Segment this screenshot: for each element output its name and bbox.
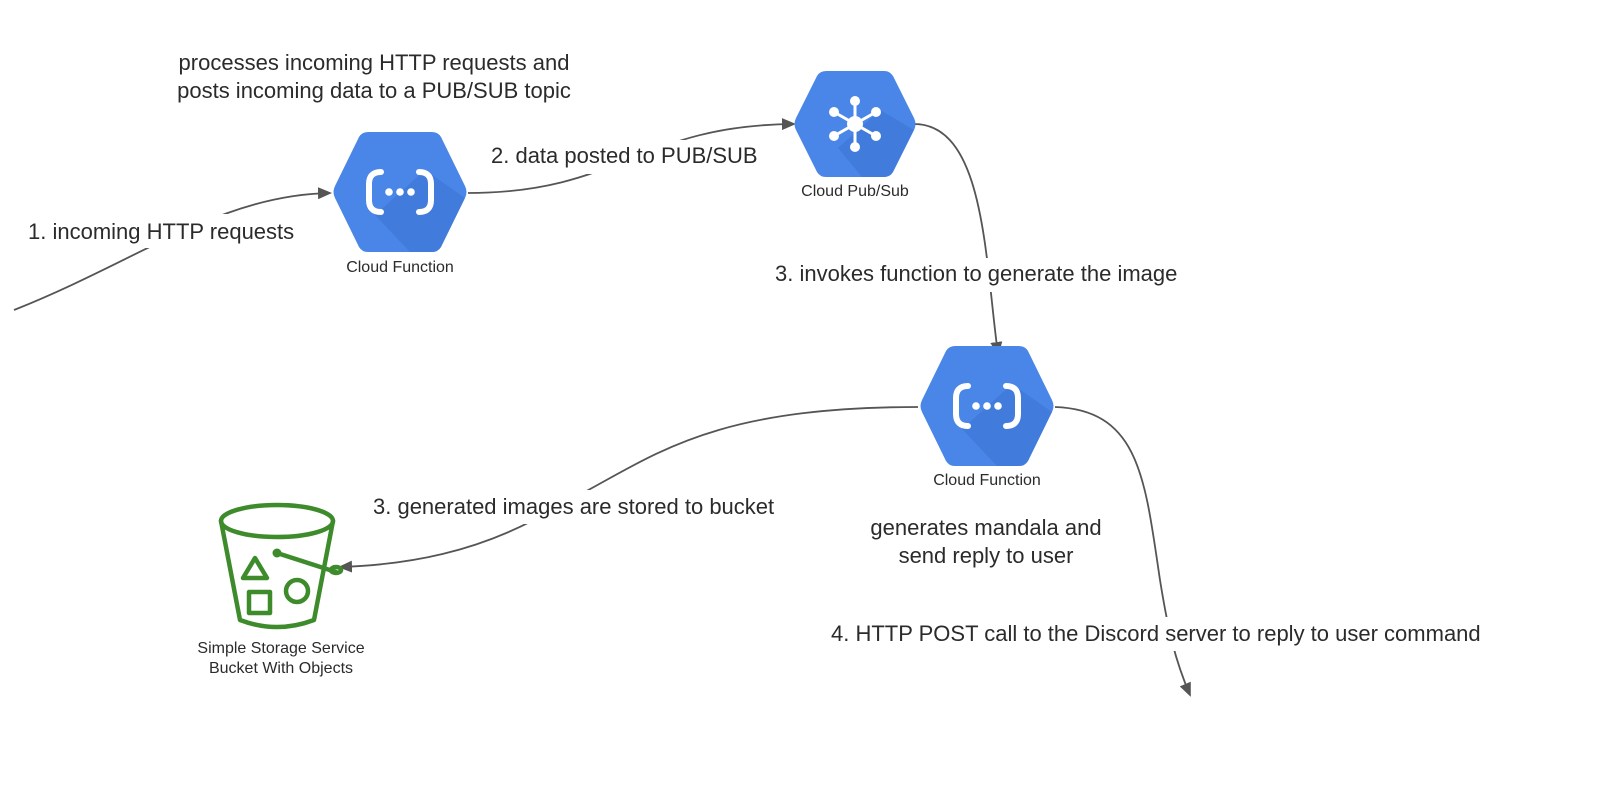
edge-to-bucket	[338, 406, 919, 573]
cloud-pubsub-icon	[794, 71, 916, 177]
edge-incoming-requests	[13, 187, 332, 311]
storage-bucket-node: Simple Storage Service Bucket With Objec…	[197, 502, 365, 677]
node-caption-line1: Simple Storage Service	[197, 640, 364, 657]
edge-to-discord	[1054, 406, 1191, 697]
bucket-handle-dot	[272, 548, 282, 558]
node-caption: Cloud Function	[933, 472, 1041, 489]
edge-label-bg	[772, 258, 1202, 292]
edge-label-bg	[24, 214, 316, 248]
note-http-function-line2: posts incoming data to a PUB/SUB topic	[177, 78, 571, 103]
edge-label-to-bucket: 3. generated images are stored to bucket	[373, 494, 774, 519]
cloud-function-mandala-node: Cloud Function	[920, 346, 1054, 489]
note-http-function-line1: processes incoming HTTP requests and	[179, 50, 570, 75]
cloud-functions-icon	[920, 346, 1054, 466]
cloud-pubsub-node: Cloud Pub/Sub	[794, 71, 916, 200]
cloud-functions-icon	[333, 132, 467, 252]
note-mandala-function-line2: send reply to user	[899, 543, 1074, 568]
edge-label-invoke: 3. invokes function to generate the imag…	[775, 261, 1177, 286]
edge-label-bg	[828, 617, 1518, 651]
edge-label-incoming: 1. incoming HTTP requests	[28, 219, 294, 244]
cloud-function-http-node: Cloud Function	[333, 132, 467, 276]
note-mandala-function-line1: generates mandala and	[870, 515, 1101, 540]
node-caption: Cloud Pub/Sub	[801, 183, 909, 200]
storage-bucket-icon	[218, 502, 344, 630]
edge-label-bg	[486, 140, 776, 174]
edge-invoke-function	[913, 123, 1003, 356]
edge-label-to-pubsub: 2. data posted to PUB/SUB	[491, 143, 758, 168]
node-caption: Cloud Function	[346, 259, 454, 276]
node-caption-line2: Bucket With Objects	[209, 660, 353, 677]
edge-label-to-discord: 4. HTTP POST call to the Discord server …	[831, 621, 1481, 646]
edge-label-bg	[370, 490, 800, 524]
